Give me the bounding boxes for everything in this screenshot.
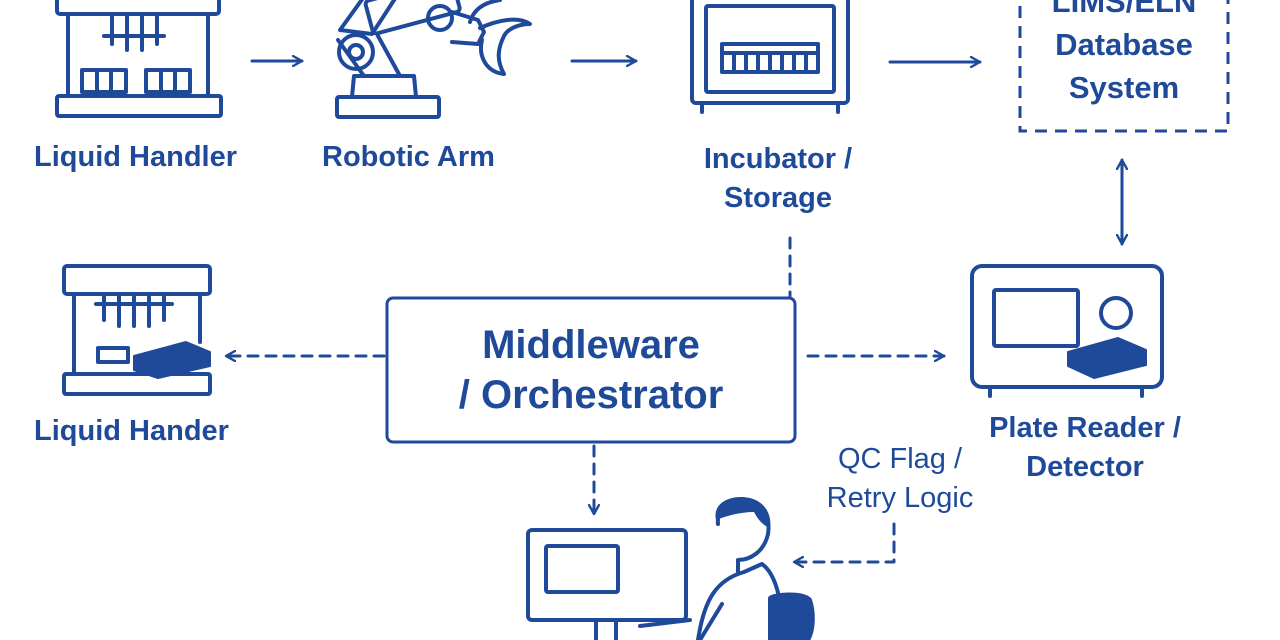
robotic-arm-label: Robotic Arm bbox=[322, 141, 495, 173]
orchestrator-label: Middleware / Orchestrator bbox=[390, 320, 792, 420]
liquid-handler-top-icon bbox=[55, 0, 223, 118]
liquid-handler-left-icon bbox=[62, 264, 212, 396]
robotic-arm-icon bbox=[335, 0, 532, 119]
qc-flag-label-line-1: QC Flag / bbox=[837, 443, 963, 475]
lims-label: LIMS/ELN Database System bbox=[1024, 0, 1224, 109]
plate-reader-label: Plate Reader / Detector bbox=[972, 409, 1198, 487]
incubator-label: Incubator / Storage bbox=[690, 140, 866, 218]
incubator-icon bbox=[690, 0, 850, 114]
operator-workstation-icon bbox=[526, 498, 815, 640]
incubator-label-line-1: Incubator / bbox=[703, 143, 853, 175]
dashed-qc-retry-arrow bbox=[792, 522, 896, 562]
operator-hair bbox=[715, 496, 771, 528]
lims-database-box bbox=[1018, 0, 1230, 133]
liquid-handler-left-label: Liquid Hander bbox=[34, 415, 229, 447]
orchestrator-label-line-2: / Orchestrator bbox=[458, 373, 724, 417]
incubator-label-line-2: Storage bbox=[724, 182, 832, 214]
plate-reader-label-line-1: Plate Reader / bbox=[989, 412, 1181, 444]
plate-reader-label-line-2: Detector bbox=[1026, 451, 1144, 483]
orchestrator-box bbox=[385, 296, 797, 444]
lims-label-line-2: Database bbox=[1055, 27, 1193, 62]
plate-reader-icon bbox=[970, 264, 1164, 398]
qc-flag-label: QC Flag / Retry Logic bbox=[814, 440, 986, 518]
connectors bbox=[224, 61, 1122, 562]
lims-label-line-3: System bbox=[1068, 70, 1180, 105]
liquid-handler-top-label: Liquid Handler bbox=[34, 141, 237, 173]
orchestrator-label-line-1: Middleware bbox=[482, 323, 700, 367]
lims-label-line-1: LIMS/ELN bbox=[1051, 0, 1197, 19]
qc-flag-label-line-2: Retry Logic bbox=[826, 482, 974, 514]
